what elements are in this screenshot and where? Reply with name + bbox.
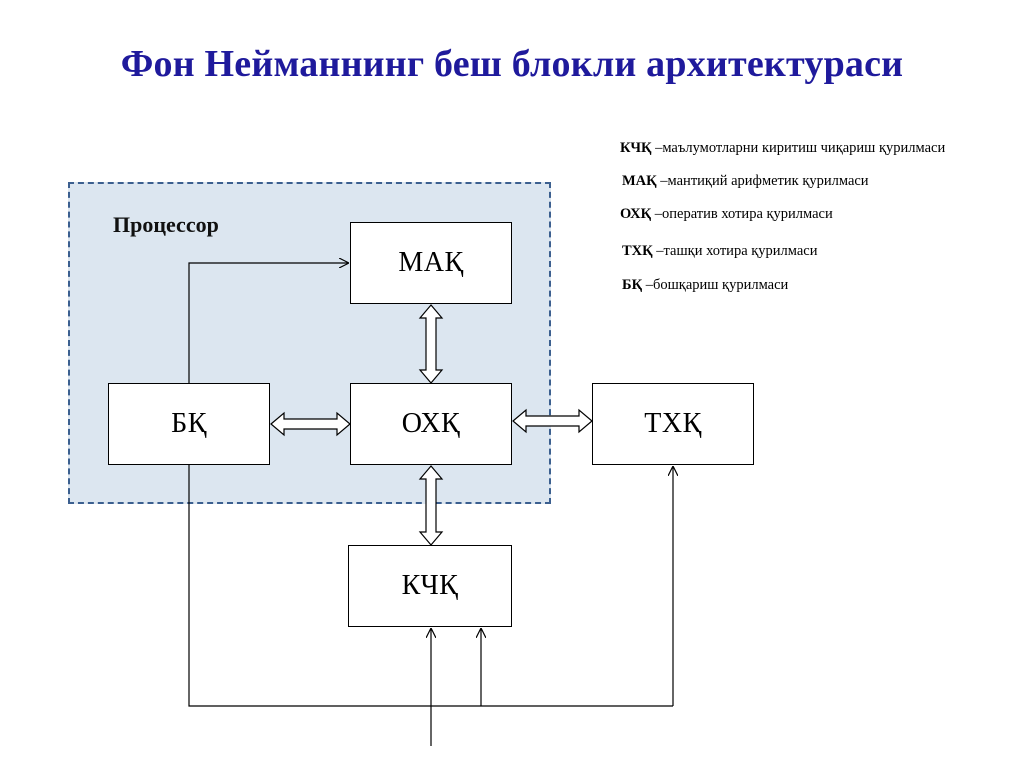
block-kchk: КЧҚ [348, 545, 512, 627]
legend-item-bk: БҚ –бошқариш қурилмаси [622, 277, 788, 294]
ohk-thk-double-arrow [512, 408, 593, 434]
legend-abbr: ТХҚ [622, 243, 653, 259]
bottom-bus-line [188, 465, 673, 707]
legend-item-thk: ТХҚ –ташқи хотира қурилмаси [622, 243, 818, 260]
bk-to-mak-line [188, 263, 348, 383]
block-bk: БҚ [108, 383, 270, 465]
page-title: Фон Нейманнинг беш блокли архитектураси [120, 43, 904, 85]
legend-abbr: ОХҚ [620, 206, 652, 222]
legend-item-kchk: КЧҚ –маълумотларни киритиш чиқариш қурил… [620, 140, 945, 157]
block-thk: ТХҚ [592, 383, 754, 465]
bk-ohk-double-arrow [270, 411, 351, 437]
legend-abbr: КЧҚ [620, 140, 652, 156]
block-mak: МАҚ [350, 222, 512, 304]
legend-item-ohk: ОХҚ –оператив хотира қурилмаси [620, 206, 833, 223]
processor-label: Процессор [113, 212, 219, 237]
legend-desc: –бошқариш қурилмаси [642, 277, 789, 293]
ohk-kchk-double-arrow [418, 465, 444, 546]
legend-desc: –мантиқий арифметик қурилмаси [656, 173, 869, 189]
mak-ohk-double-arrow [418, 304, 444, 384]
legend-abbr: БҚ [622, 277, 643, 293]
block-ohk: ОХҚ [350, 383, 512, 465]
legend-abbr: МАҚ [622, 173, 657, 189]
legend-desc: –оператив хотира қурилмаси [651, 206, 833, 222]
legend-desc: –маълумотларни киритиш чиқариш қурилмаси [651, 140, 946, 156]
legend-desc: –ташқи хотира қурилмаси [652, 243, 818, 259]
legend-item-mak: МАҚ –мантиқий арифметик қурилмаси [622, 173, 869, 190]
